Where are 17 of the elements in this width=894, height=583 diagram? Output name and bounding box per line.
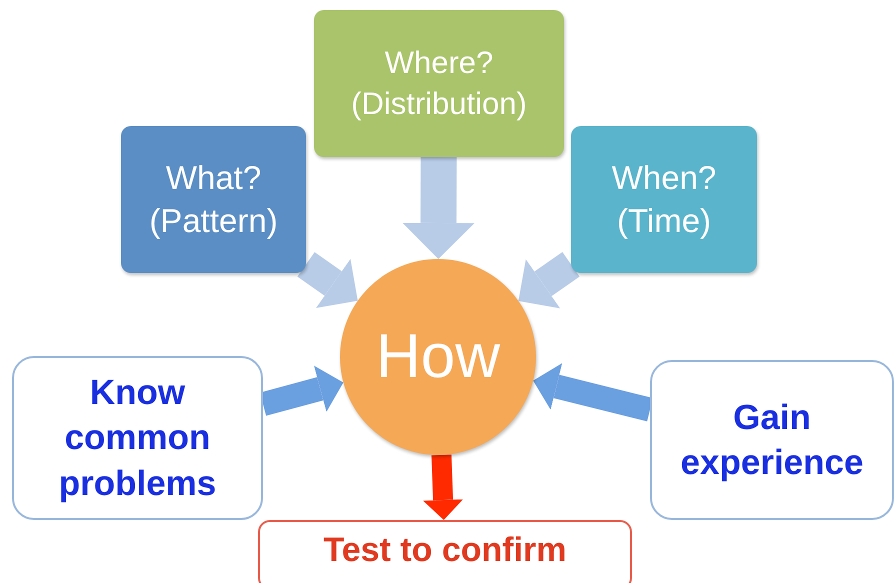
node-label: What? (Pattern) [148, 158, 279, 241]
node-label: When? (Time) [610, 158, 718, 241]
note-box [12, 356, 263, 520]
node-label: Test to confirm [323, 530, 567, 571]
note-box [650, 360, 894, 520]
result-box [258, 520, 632, 583]
block-arrow [518, 252, 580, 308]
node-label: How [376, 320, 500, 393]
node-label: Know common problems [58, 372, 218, 505]
node-label: Gain experience [680, 396, 864, 484]
block-arrow [297, 252, 358, 308]
block-arrow [402, 156, 474, 259]
block-arrow [423, 454, 464, 520]
process-box [571, 126, 757, 273]
process-box [121, 126, 306, 273]
process-box [314, 10, 564, 157]
node-label: Where? (Distribution) [350, 44, 528, 122]
